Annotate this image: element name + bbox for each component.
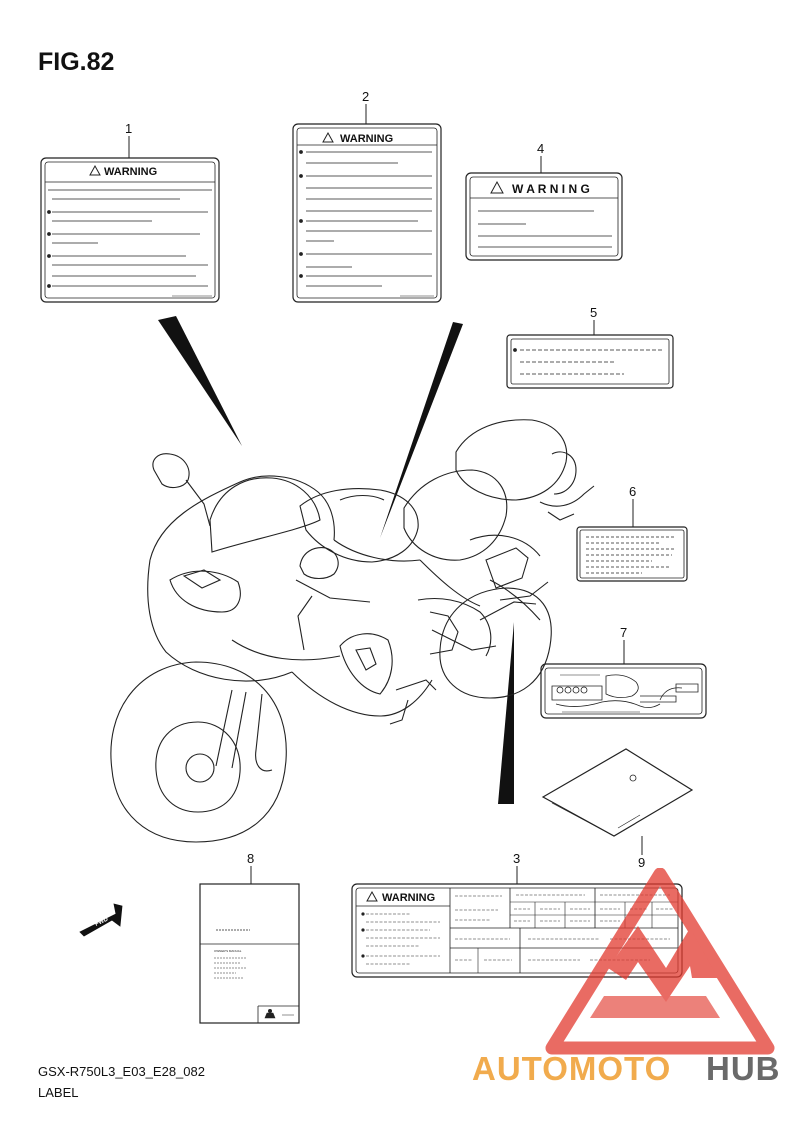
callout-2: 2 <box>362 89 370 104</box>
callout-8: 8 <box>247 851 255 866</box>
callout-1: 1 <box>125 121 133 136</box>
fwd-arrow-icon <box>79 903 123 937</box>
label-3-warning[interactable] <box>351 883 683 978</box>
callout-3: 3 <box>513 851 521 866</box>
figure-title: FIG.82 <box>38 48 115 76</box>
automotohub-watermark: AUTOMOTO HUB <box>472 868 781 1087</box>
label-7-routing[interactable] <box>540 663 707 719</box>
callout-9: 9 <box>638 855 646 870</box>
fwd-text: FWD <box>94 916 110 927</box>
callout-6: 6 <box>629 484 637 499</box>
callout-5: 5 <box>590 305 598 320</box>
callout-7: 7 <box>620 625 628 640</box>
item-9-sheet[interactable] <box>541 748 694 837</box>
watermark-text-primary: AUTOMOTO <box>472 1050 671 1087</box>
label-3-warning-text: WARNING <box>382 892 435 904</box>
pointer-wedges <box>158 316 514 804</box>
watermark-text-secondary: HUB <box>706 1050 781 1087</box>
label-5[interactable] <box>506 334 674 389</box>
label-1-warning[interactable] <box>40 157 220 303</box>
figure-section: LABEL <box>38 1085 79 1100</box>
label-1-warning-text: WARNING <box>104 166 157 178</box>
manual-heading-text: OWNER'S MANUAL <box>214 949 242 953</box>
callout-leaders <box>128 104 643 884</box>
label-2-warning[interactable] <box>292 123 442 303</box>
label-4-warning-text: W A R N I N G <box>512 182 590 196</box>
figure-code: GSX-R750L3_E03_E28_082 <box>38 1064 205 1079</box>
label-4-warning[interactable] <box>465 172 623 261</box>
callout-4: 4 <box>537 141 545 156</box>
motorcycle-outline <box>110 419 595 843</box>
item-8-manual[interactable] <box>199 883 300 1024</box>
label-2-warning-text: WARNING <box>340 133 393 145</box>
label-6[interactable] <box>576 526 688 582</box>
